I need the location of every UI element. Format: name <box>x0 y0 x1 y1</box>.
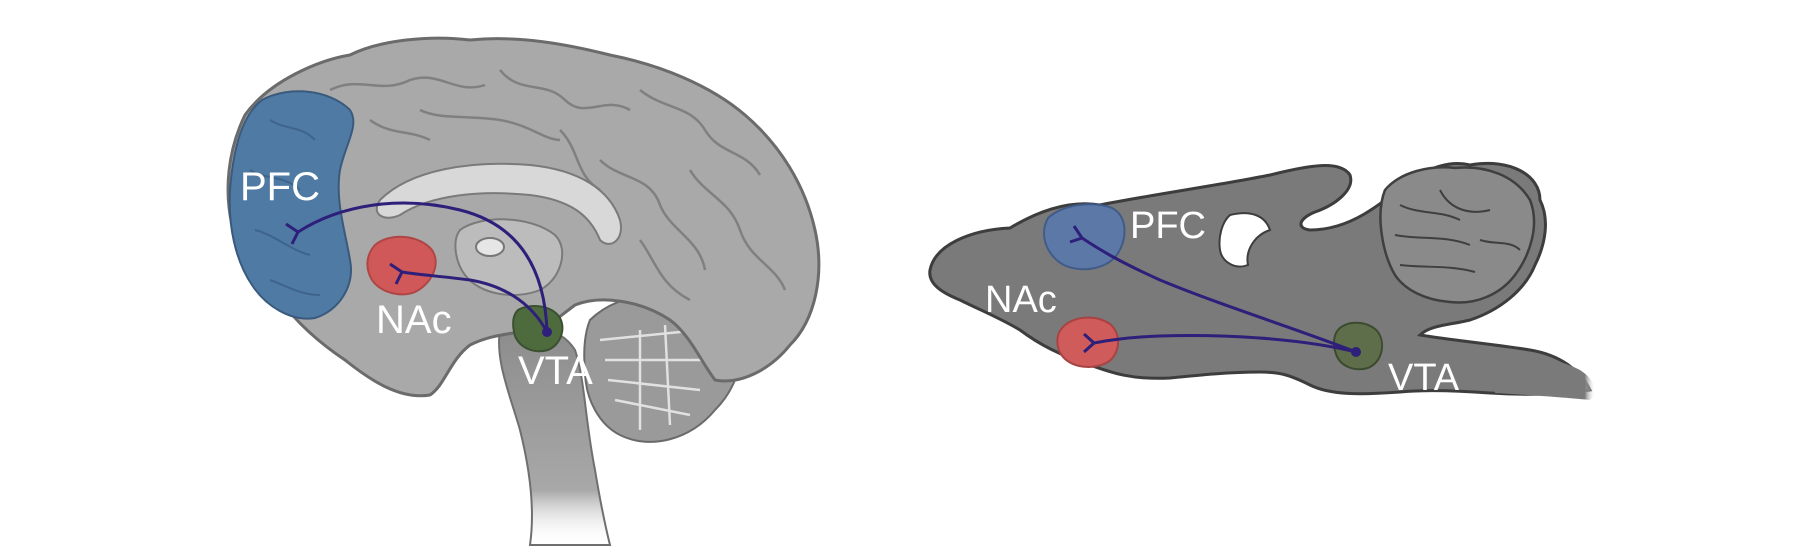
rodent-vta-nac-pathway <box>1093 334 1357 354</box>
human-nac-terminal <box>389 262 404 285</box>
human-nac-label: NAc <box>376 298 452 342</box>
human-brain: PFC NAc VTA <box>226 36 821 546</box>
rodent-brain: PFC NAc VTA <box>928 161 1596 400</box>
rodent-vta-pfc-pathway <box>1081 236 1357 354</box>
human-pfc-label: PFC <box>240 165 320 209</box>
rodent-spinal-cord <box>1490 350 1596 400</box>
rodent-pfc-region <box>1043 203 1126 271</box>
rodent-nac-region <box>1056 316 1119 368</box>
human-ventricle <box>475 237 505 257</box>
rodent-vta-soma <box>1351 347 1361 357</box>
cerebellum-arbor-vitae <box>599 324 705 430</box>
human-vta-label: VTA <box>518 349 593 393</box>
rodent-pfc-label: PFC <box>1130 205 1206 247</box>
human-pfc-region <box>228 90 355 320</box>
human-vta-pfc-pathway <box>297 201 549 333</box>
human-vta-region <box>512 305 564 353</box>
rodent-pfc-terminal <box>1069 225 1084 244</box>
human-corpus-callosum <box>375 162 622 245</box>
pfc-gyri <box>249 119 321 296</box>
rodent-nac-terminal <box>1082 332 1096 354</box>
human-vta-nac-pathway <box>401 270 549 333</box>
human-nac-region <box>366 235 437 296</box>
human-cerebrum <box>226 36 821 398</box>
rodent-nac-label: NAc <box>985 279 1057 321</box>
human-vta-soma <box>542 327 552 337</box>
rodent-cerebellum-folia <box>1394 189 1521 273</box>
human-brainstem <box>498 324 612 546</box>
human-pfc-terminal <box>285 222 300 245</box>
human-sulci <box>329 69 787 302</box>
rodent-cerebellum <box>1379 166 1536 304</box>
rodent-vta-label: VTA <box>1388 357 1460 399</box>
rodent-hippocampal-notch <box>1218 212 1272 268</box>
